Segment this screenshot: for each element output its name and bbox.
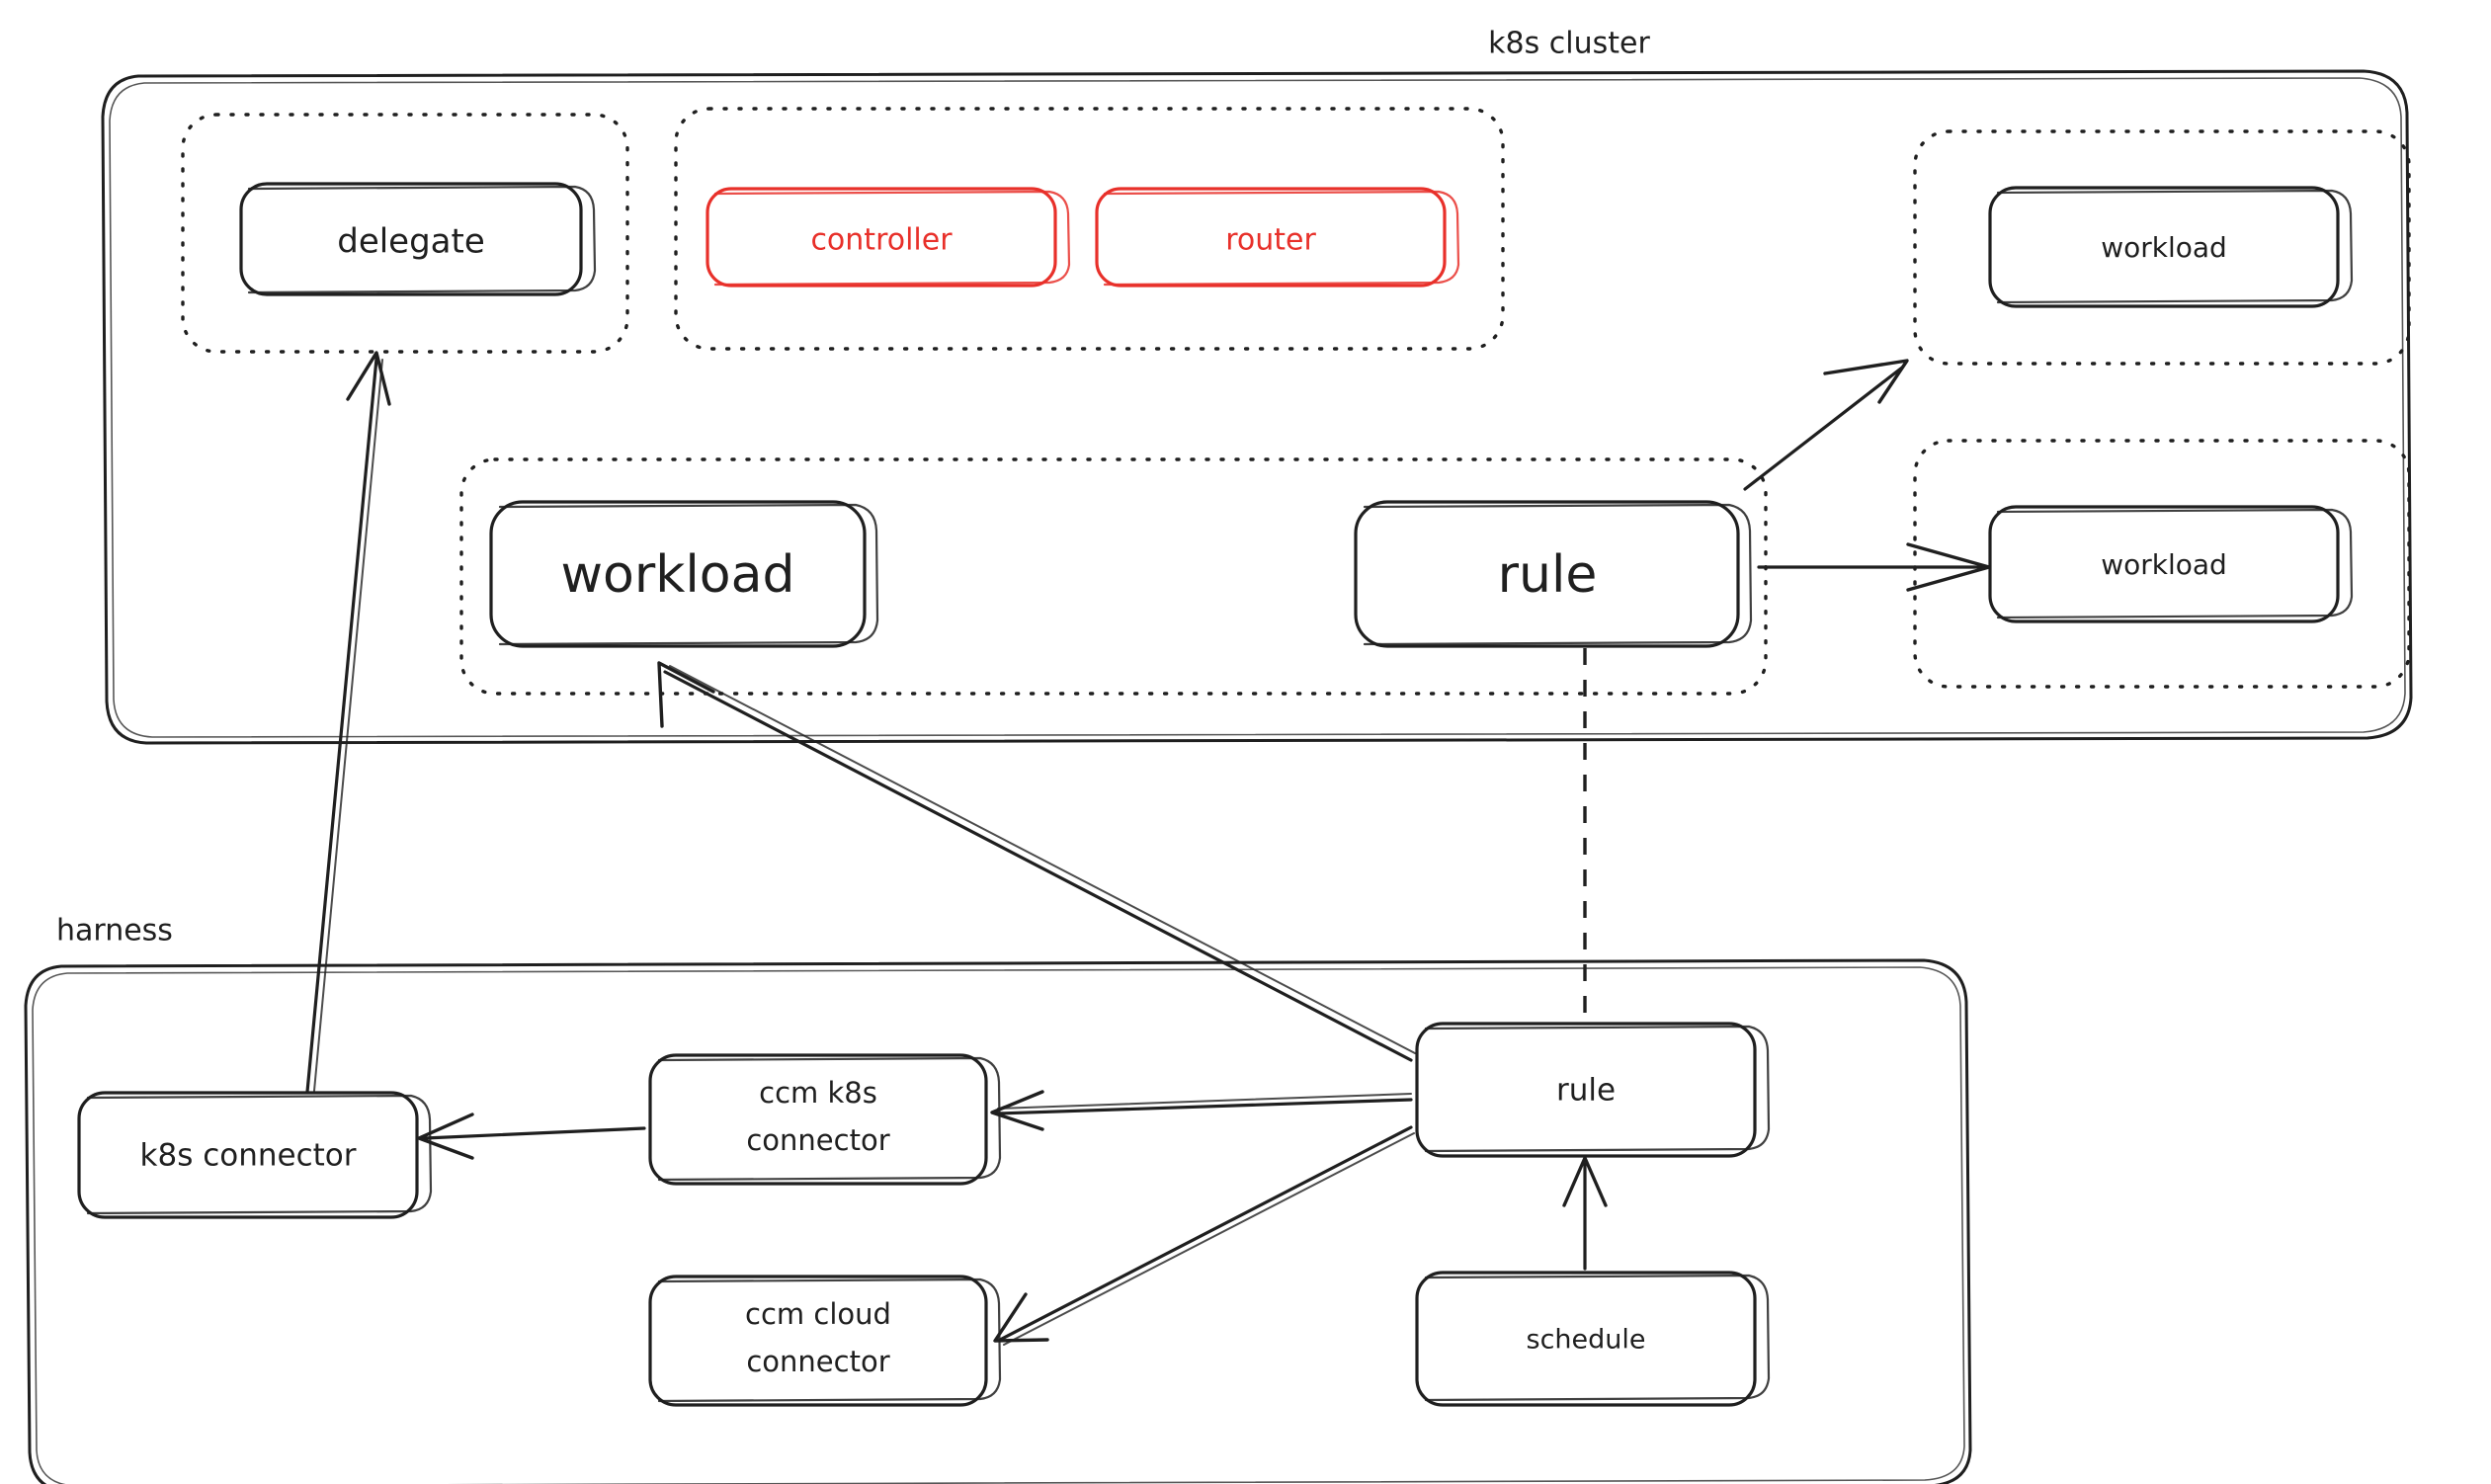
node-label-workload-mid-right: workload	[2101, 548, 2227, 581]
group-label-k8s-cluster: k8s cluster	[1488, 27, 1650, 61]
node-k8s-connector[interactable]: k8s connector	[77, 1091, 433, 1219]
node-workload-main[interactable]: workload	[489, 500, 879, 648]
node-label-ccm-k8s-connector-line1: ccm k8s	[759, 1076, 877, 1110]
edge-rule-harness-to-workload-main	[657, 661, 1416, 1062]
edge-schedule-to-rule-harness	[1562, 1156, 1608, 1271]
node-label-rule-harness: rule	[1556, 1073, 1616, 1109]
node-label-workload-main: workload	[561, 545, 795, 605]
node-label-k8s-connector: k8s connector	[140, 1138, 357, 1174]
node-ccm-k8s-connector[interactable]: ccm k8s connector	[648, 1053, 1002, 1186]
subgroup-workload-ns-a	[1913, 129, 2411, 366]
node-rule-cluster[interactable]: rule	[1354, 500, 1753, 648]
node-label-controller: controller	[810, 223, 953, 258]
node-label-schedule: schedule	[1527, 1325, 1646, 1356]
node-ccm-cloud-connector[interactable]: ccm cloud connector	[648, 1275, 1002, 1407]
edge-rule-cluster-to-workload-mid-right	[1757, 542, 1991, 592]
node-label-ccm-cloud-connector-line2: connector	[746, 1345, 889, 1378]
group-k8s-cluster: k8s cluster	[101, 27, 2413, 745]
node-workload-top-right[interactable]: workload	[1988, 186, 2354, 308]
node-label-ccm-cloud-connector-line1: ccm cloud	[745, 1297, 891, 1331]
node-workload-mid-right[interactable]: workload	[1988, 505, 2354, 623]
edge-ccm-k8s-connector-to-k8s-connector	[417, 1113, 646, 1160]
edge-rule-cluster-to-workload-top-right	[1743, 359, 1909, 491]
group-harness: harness	[24, 914, 1972, 1484]
node-rule-harness[interactable]: rule	[1415, 1022, 1771, 1158]
edge-rule-harness-to-ccm-cloud-connector	[993, 1125, 1415, 1346]
node-label-rule-cluster: rule	[1498, 545, 1598, 605]
node-label-ccm-k8s-connector-line2: connector	[746, 1123, 889, 1157]
node-router[interactable]: router	[1095, 187, 1460, 288]
node-label-workload-top-right: workload	[2101, 231, 2227, 264]
node-label-router: router	[1225, 223, 1316, 258]
node-label-delegate: delegate	[337, 222, 485, 262]
node-schedule[interactable]: schedule	[1415, 1271, 1771, 1407]
edge-rule-harness-to-ccm-k8s-connector	[990, 1090, 1413, 1131]
node-delegate[interactable]: delegate	[239, 182, 597, 296]
edge-k8s-connector-to-delegate	[305, 351, 391, 1094]
node-controller[interactable]: controller	[706, 187, 1071, 288]
group-label-harness: harness	[56, 914, 173, 948]
